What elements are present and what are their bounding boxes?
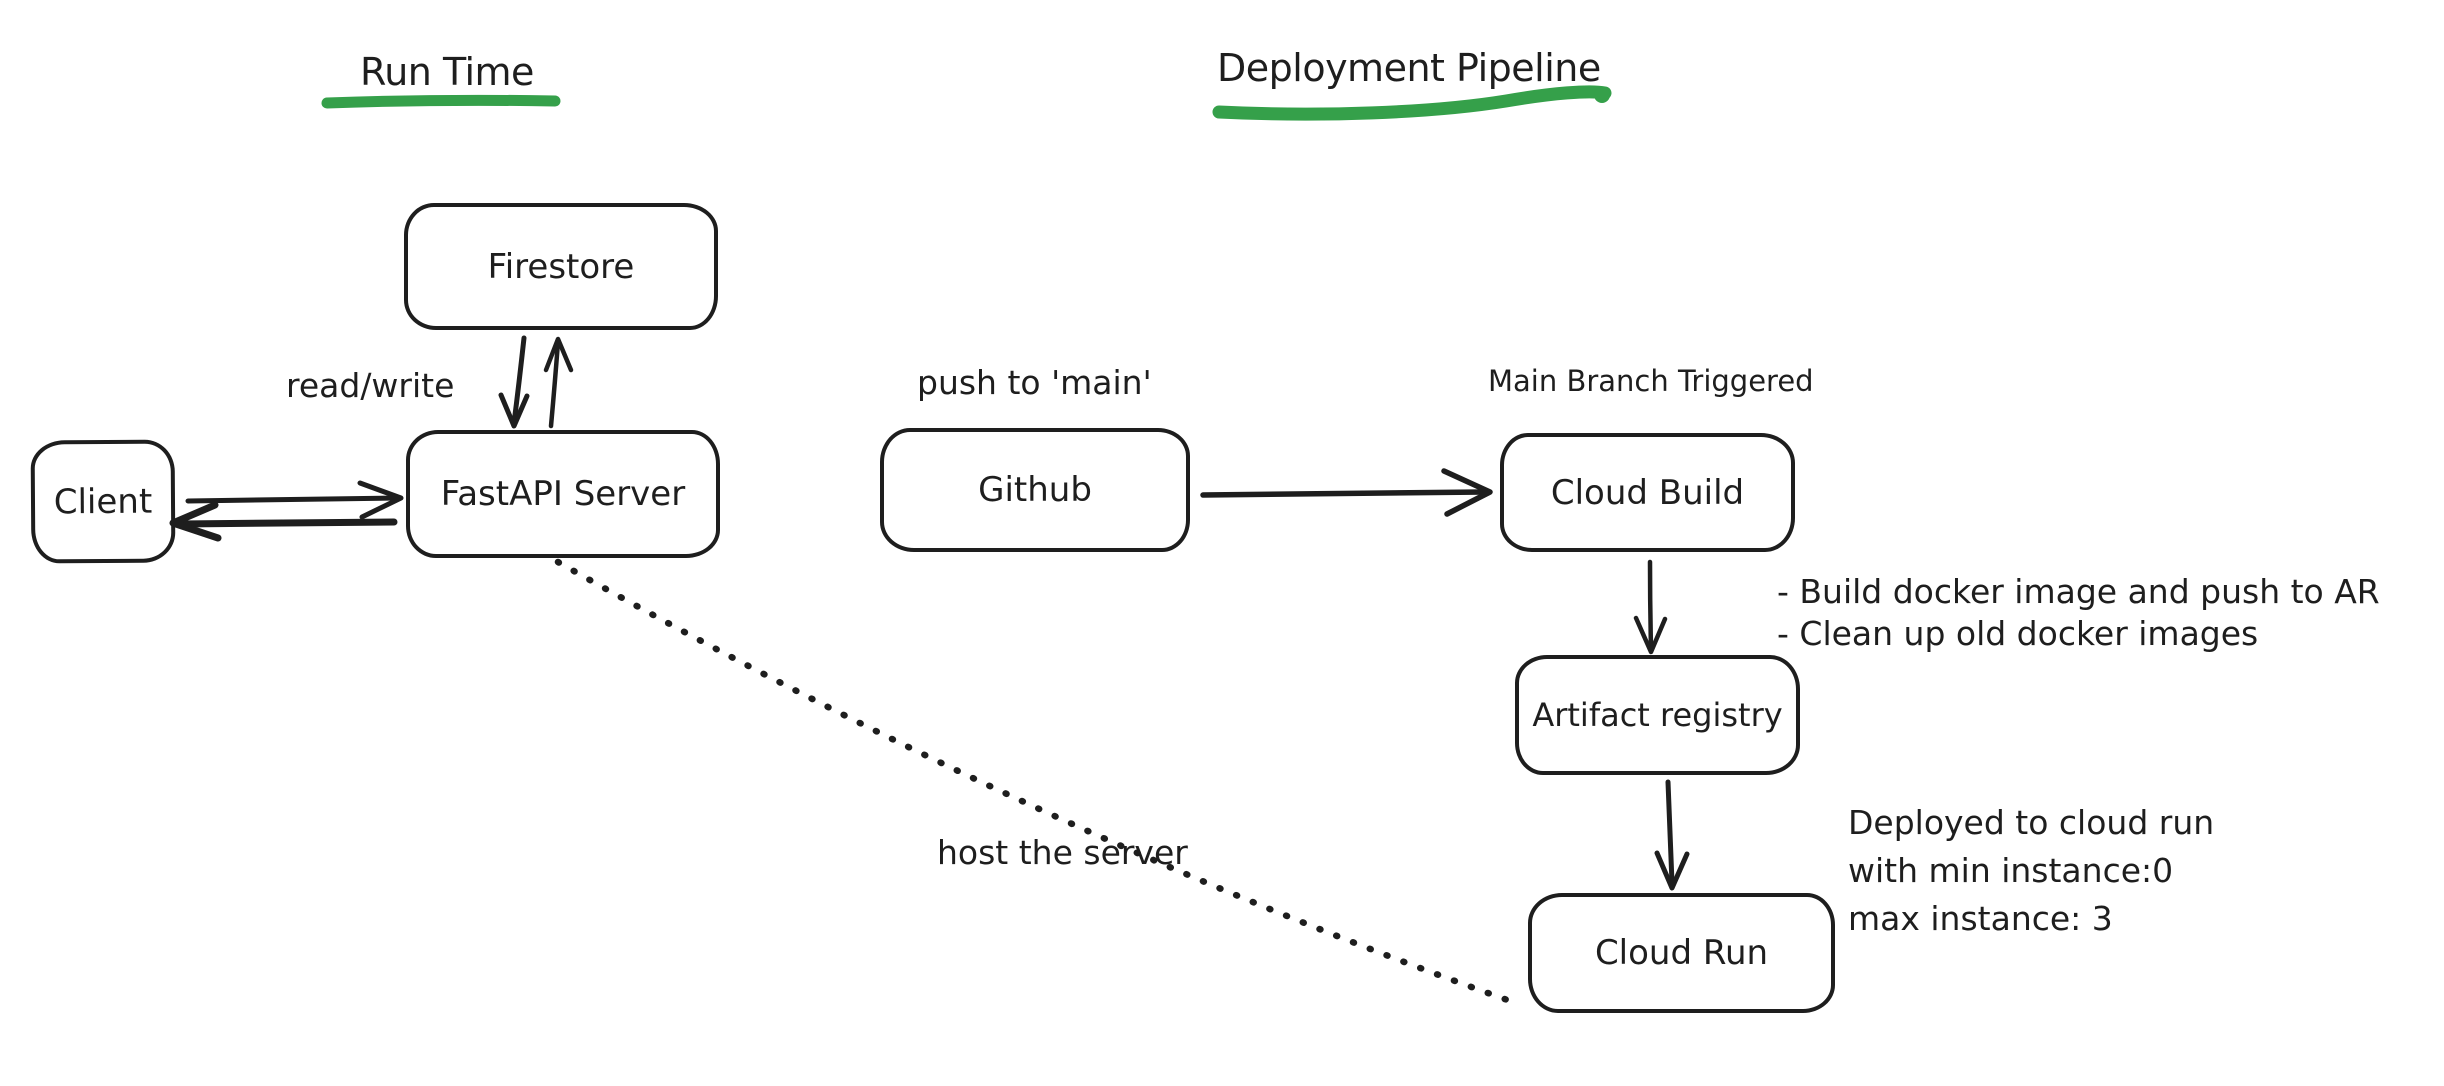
node-firestore-label: Firestore xyxy=(487,246,635,287)
cloud-build-steps-line1: - Build docker image and push to AR xyxy=(1777,572,2380,611)
edge-cloudbuild-to-artifact-arrow xyxy=(1633,559,1668,655)
runtime-title-underline xyxy=(321,94,561,109)
edge-artifact-to-cloudrun-arrow xyxy=(1654,779,1690,891)
node-fastapi-server: FastAPI Server xyxy=(406,430,720,558)
node-firestore: Firestore xyxy=(404,203,718,330)
edge-fastapi-to-client-arrow xyxy=(169,501,398,542)
cloud-run-config-line2: with min instance:0 xyxy=(1848,851,2174,890)
node-cloud-build-label: Cloud Build xyxy=(1550,472,1745,513)
node-client-label: Client xyxy=(53,481,153,522)
node-github-label: Github xyxy=(978,470,1092,510)
node-github: Github xyxy=(880,428,1190,552)
edge-fastapi-to-firestore-arrow xyxy=(543,336,574,429)
node-cloud-build: Cloud Build xyxy=(1500,433,1795,552)
edge-github-to-cloudbuild-arrow xyxy=(1200,468,1493,517)
node-artifact-registry: Artifact registry xyxy=(1515,655,1800,775)
cloud-build-steps-note: - Build docker image and push to AR - Cl… xyxy=(1777,571,2380,655)
node-cloud-run: Cloud Run xyxy=(1528,893,1835,1013)
cloud-run-config-note: Deployed to cloud run with min instance:… xyxy=(1848,799,2214,943)
edge-firestore-to-fastapi-arrow xyxy=(498,335,530,429)
node-cloud-run-label: Cloud Run xyxy=(1594,933,1769,973)
deployment-section-title: Deployment Pipeline xyxy=(1217,46,1601,90)
cloud-build-steps-line2: - Clean up old docker images xyxy=(1777,614,2259,653)
runtime-section-title: Run Time xyxy=(360,50,534,94)
edge-client-to-fastapi-arrow xyxy=(185,480,404,520)
edge-fastapi-to-cloudrun-dotted xyxy=(554,558,1517,1006)
deployment-title-underline xyxy=(1212,85,1612,121)
node-client: Client xyxy=(30,439,176,564)
cloud-run-config-line3: max instance: 3 xyxy=(1848,899,2113,938)
read-write-label: read/write xyxy=(286,366,455,405)
main-branch-triggered-label: Main Branch Triggered xyxy=(1488,364,1814,398)
push-to-main-label: push to 'main' xyxy=(917,363,1152,402)
node-artifact-registry-label: Artifact registry xyxy=(1532,696,1783,734)
node-fastapi-server-label: FastAPI Server xyxy=(440,474,686,514)
host-the-server-label: host the server xyxy=(937,833,1188,872)
cloud-run-config-line1: Deployed to cloud run xyxy=(1848,803,2215,842)
